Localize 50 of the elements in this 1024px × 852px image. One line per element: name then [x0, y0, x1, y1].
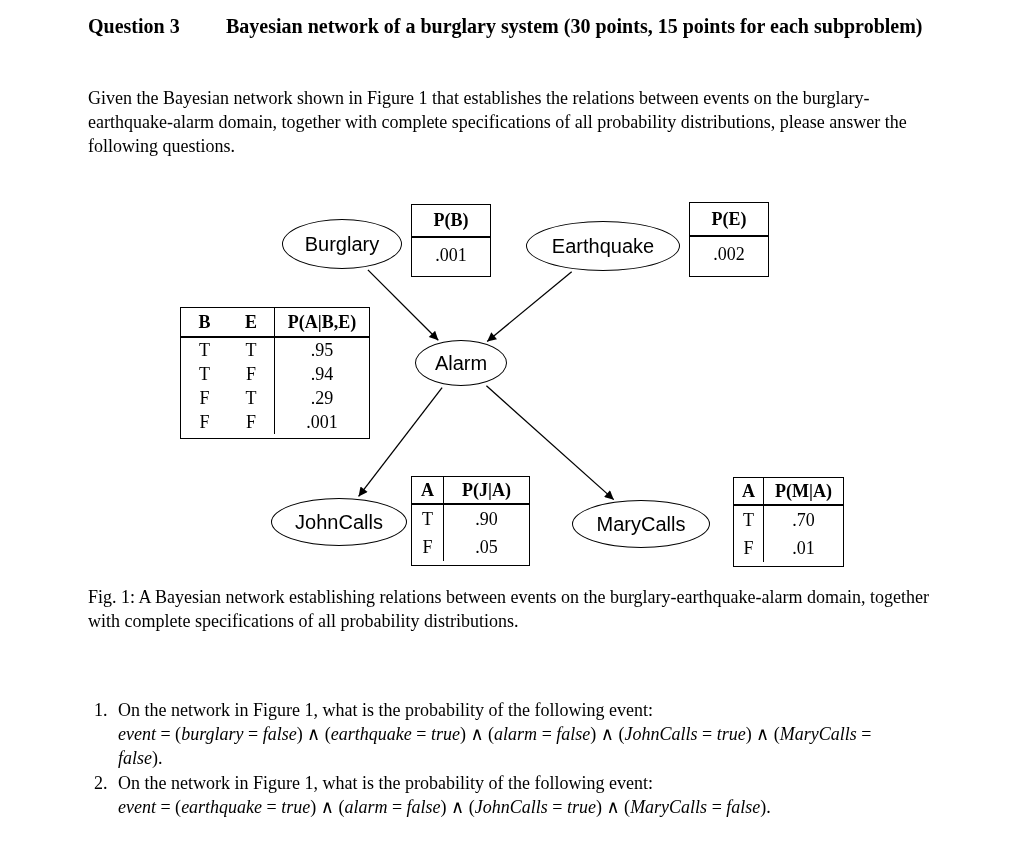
title: Bayesian network of a burglary system (30 points, 15 points for each subproblem) — [226, 14, 924, 39]
formula: event = (earthquake = true) ∧ (alarm = false) ∧ (JohnCalls = true) ∧ (MaryCalls = false). — [118, 796, 772, 819]
arrow — [357, 387, 443, 498]
table-cell: T — [228, 338, 275, 362]
table-cell-text: .001 — [434, 243, 468, 267]
table-cell-text: .95 — [309, 338, 335, 362]
table-cell: T — [412, 505, 444, 533]
table-cell-text: F — [198, 386, 211, 410]
table-cell-text: .70 — [791, 508, 816, 532]
paragraph: Given the Bayesian network shown in Figure 1 that establishes the relations between events on the burglary-earthquake-alarm domain, together with complete specifications of all probability distributions, please answer the following questions. — [88, 87, 908, 158]
table-cell-text: .002 — [712, 243, 746, 266]
table-cell: F — [228, 362, 275, 386]
table-cell-text: .94 — [309, 362, 335, 386]
table-cell-text: .29 — [309, 386, 335, 410]
table-cell: P(E) — [690, 203, 768, 237]
ellipse-node: Burglary — [282, 219, 402, 269]
table-cell-text: .001 — [305, 410, 339, 434]
table-cell: F — [734, 534, 764, 562]
ellipse-node: Earthquake — [526, 221, 680, 271]
question-text: On the network in Figure 1, what is the probability of the following event: — [118, 699, 654, 722]
arrow — [367, 269, 439, 341]
table-cell: P(A|B,E) — [275, 308, 369, 338]
question-number: Question 3 — [88, 14, 180, 39]
table-cell: F — [412, 533, 444, 561]
ellipse-node: JohnCalls — [271, 498, 407, 546]
table-cell: B — [181, 308, 228, 338]
table-cell: P(M|A) — [764, 478, 843, 506]
table-cell-text: .05 — [474, 535, 499, 559]
list-number: 1. — [94, 699, 108, 722]
table-cell-text: T — [198, 338, 211, 362]
table-cell: P(B) — [412, 205, 490, 238]
table-cell: A — [734, 478, 764, 506]
table-cell: F — [228, 410, 275, 434]
formula: event = (burglary = false) ∧ (earthquake = true) ∧ (alarm = false) ∧ (JohnCalls = true) ∧ (MaryCalls = false). — [118, 723, 873, 770]
arrow — [485, 385, 615, 501]
caption: Fig. 1: A Bayesian network establishing relations between events on the burglary-earthquake-alarm domain, together with complete specifications of all probability distributions. — [88, 586, 930, 633]
table-cell-text: .01 — [791, 536, 816, 560]
table-cell: P(J|A) — [444, 477, 529, 505]
table-cell: T — [228, 386, 275, 410]
table-cell: T — [734, 506, 764, 534]
table-cell: A — [412, 477, 444, 505]
arrow — [486, 271, 573, 343]
table-cell-text: F — [198, 410, 211, 434]
table-cell: E — [228, 308, 275, 338]
table-cell-text: T — [198, 362, 211, 386]
table-cell-text: .90 — [474, 507, 499, 531]
question-text: On the network in Figure 1, what is the probability of the following event: — [118, 772, 654, 795]
ellipse-node: Alarm — [415, 340, 507, 386]
list-number: 2. — [94, 772, 108, 795]
ellipse-node: MaryCalls — [572, 500, 710, 548]
